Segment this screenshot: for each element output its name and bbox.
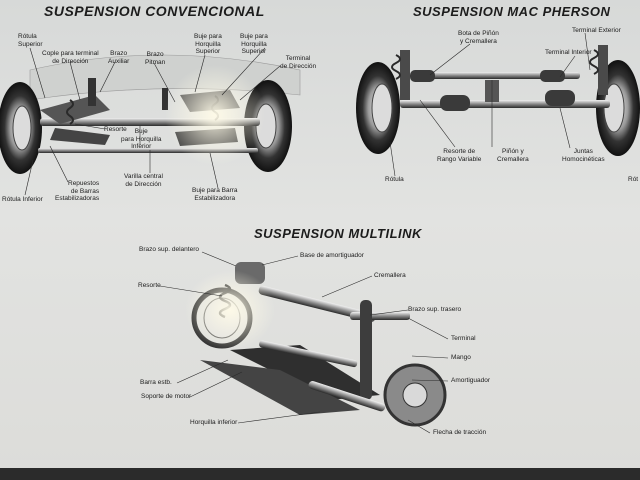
label-flecha-traccion: Flecha de tracción: [433, 429, 487, 436]
label-juntas-homocineticas: Juntas Homocinéticas: [562, 148, 605, 163]
label-resorte-multi: Resorte: [138, 282, 161, 289]
label-rotula-superior: Rótula Superior: [18, 33, 43, 48]
label-soporte-motor: Soporte de motor: [141, 393, 192, 400]
label-bota-pinon: Bota de Piñón y Cremallera: [458, 30, 499, 45]
label-resorte-rango-variable: Resorte de Rango Variable: [437, 148, 482, 163]
label-terminal-exterior: Terminal Exterior: [572, 27, 621, 34]
label-brazo-sup-delantero: Brazo sup. delantero: [139, 246, 199, 253]
label-repuestos-barras: Repuestos de Barras Estabilizadoras: [55, 180, 100, 202]
label-brazo-auxiliar: Brazo Auxiliar: [108, 50, 130, 65]
label-buje-horquilla-superior-2: Buje para Horquilla Superior: [240, 33, 268, 55]
table-edge: [0, 468, 640, 480]
label-amortiguador: Amortiguador: [451, 377, 491, 384]
label-base-amortiguador: Base de amortiguador: [300, 252, 364, 259]
title-conventional: SUSPENSION CONVENCIONAL: [44, 3, 265, 19]
title-multilink: SUSPENSION MULTILINK: [254, 226, 422, 241]
label-buje-horquilla-inferior: Buje para Horquilla Inferior: [121, 128, 162, 150]
label-horquilla-inferior: Horquilla inferior: [190, 419, 238, 426]
conventional-illustration: [0, 54, 301, 174]
label-cremallera: Cremallera: [374, 272, 406, 279]
label-terminal-multi: Terminal: [451, 335, 476, 342]
macpherson-illustration: [356, 45, 640, 156]
label-rotula-inferior: Rótula Inferior: [2, 196, 43, 203]
label-terminal-direccion: Terminal de Dirección: [280, 55, 317, 70]
label-varilla-central: Varilla central de Dirección: [124, 173, 163, 188]
label-rotula-cut: Rót: [628, 176, 639, 183]
title-macpherson: SUSPENSION MAC PHERSON: [413, 4, 611, 19]
label-buje-horquilla-superior-1: Buje para Horquilla Superior: [194, 33, 222, 55]
label-brazo-pitman: Brazo Pitman: [145, 51, 166, 66]
label-cople-terminal: Cople para terminal de Dirección: [42, 50, 99, 65]
label-brazo-sup-trasero: Brazo sup. trasero: [408, 306, 462, 313]
multilink-illustration: [185, 262, 447, 427]
label-resorte: Resorte: [104, 126, 127, 133]
label-buje-barra-estabilizadora: Buje para Barra Estabilizadora: [192, 187, 238, 202]
label-mango: Mango: [451, 354, 471, 361]
label-rotula-mac: Rótula: [385, 176, 404, 183]
label-barra-estb: Barra estb.: [140, 379, 172, 386]
leader-lines: [24, 32, 591, 434]
label-terminal-interior: Terminal Interior: [545, 49, 592, 56]
label-pinon-cremallera: Piñón y Cremallera: [497, 148, 529, 163]
